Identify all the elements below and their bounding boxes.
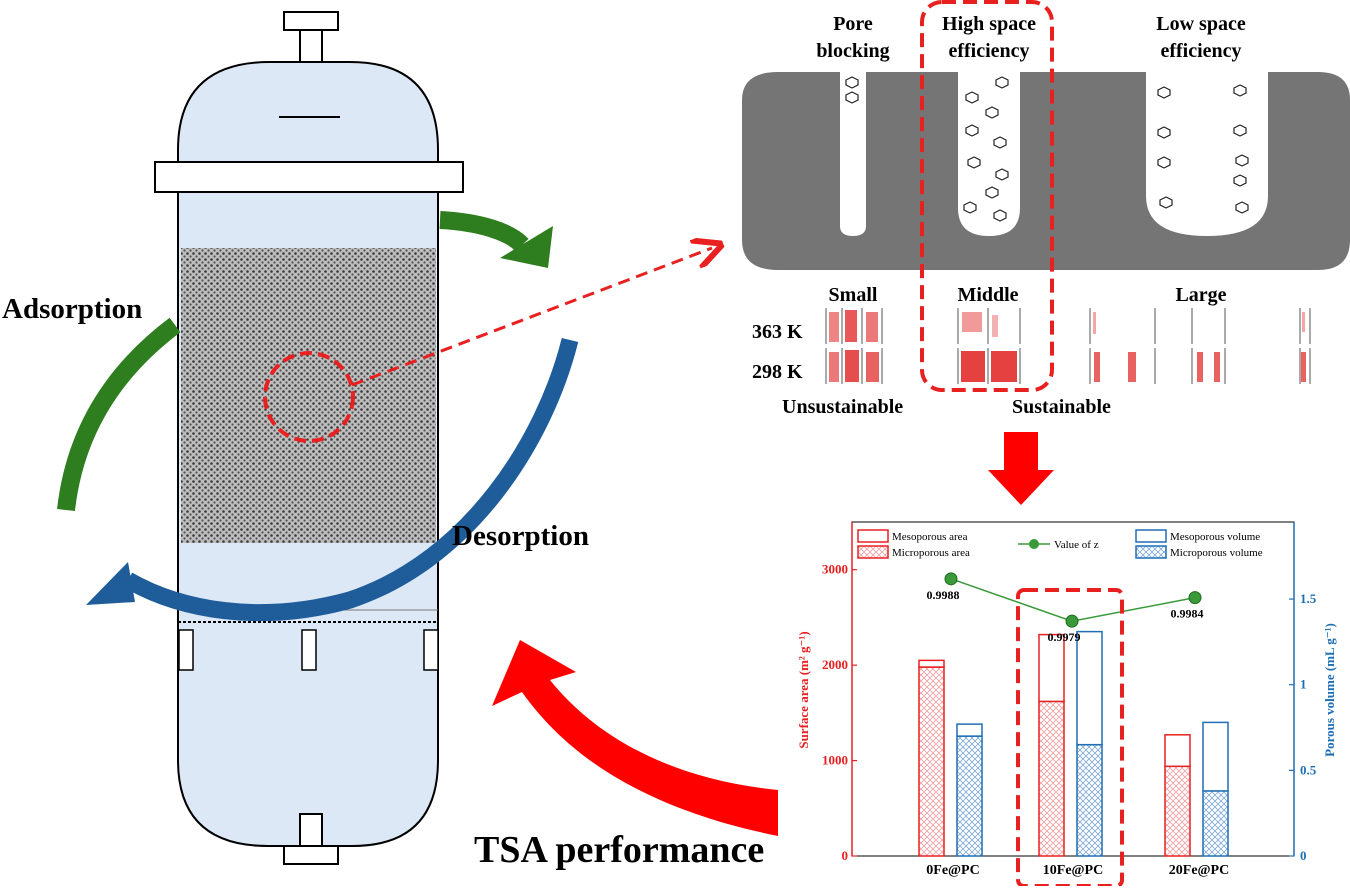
highlight-10fe	[1016, 588, 1124, 888]
top-nozzle-cap	[283, 11, 339, 31]
bar-mesoporous-volume	[1202, 721, 1229, 792]
legend: Mesoporous area Microporous area Value o…	[857, 529, 1263, 559]
right-tick-label: 1	[1300, 677, 1307, 692]
left-axis-title: Surface area (m² g⁻¹)	[796, 631, 811, 748]
packing-bed	[181, 248, 436, 543]
bottom-nozzle	[299, 813, 323, 847]
bar-mesoporous-area	[1164, 734, 1191, 768]
bar-microporous-volume	[1076, 743, 1103, 857]
baffle-center	[301, 629, 317, 671]
legend-micro-area: Microporous area	[892, 547, 970, 559]
bar-mesoporous-area	[1038, 633, 1065, 703]
down-arrow	[988, 432, 1054, 505]
baffle-right	[423, 629, 439, 671]
highlight-middle-pore	[920, 0, 1054, 392]
z-point	[1188, 591, 1202, 605]
bar-microporous-area	[1038, 700, 1065, 857]
z-value-label: 0.9988	[927, 588, 960, 602]
temp-363: 363 K	[752, 321, 803, 343]
right-tick-label: 0	[1300, 848, 1307, 863]
bar-microporous-area	[918, 666, 945, 857]
category-label: 20Fe@PC	[1169, 863, 1229, 878]
right-axis-title: Porous volume (mL g⁻¹)	[1322, 623, 1337, 757]
label-unsustainable: Unsustainable	[782, 396, 903, 418]
z-point	[944, 572, 958, 586]
middle-pore	[958, 72, 1020, 236]
legend-z-marker	[1029, 539, 1039, 549]
left-tick-label: 2000	[822, 657, 848, 672]
z-value-label: 0.9979	[1048, 630, 1081, 644]
z-point	[1065, 614, 1079, 628]
right-tick-label: 0.5	[1300, 762, 1317, 777]
simulation-snapshots	[825, 308, 1311, 384]
size-small: Small	[829, 284, 878, 306]
desorption-arrow	[86, 337, 579, 622]
bar-mesoporous-area	[918, 659, 945, 668]
bar-microporous-area	[1164, 765, 1191, 857]
zoom-pointer-arrow	[351, 248, 712, 387]
baffle-left	[178, 629, 194, 671]
tsa-arrow	[492, 640, 778, 836]
bar-microporous-volume	[956, 735, 983, 857]
bar-microporous-volume	[1202, 790, 1229, 857]
zoom-circle	[263, 351, 355, 443]
vessel-top-head	[177, 61, 439, 163]
legend-micro-vol-swatch	[1135, 545, 1167, 559]
label-sustainable: Sustainable	[1012, 396, 1111, 418]
bar-mesoporous-volume	[1076, 630, 1103, 746]
adsorption-column	[154, 11, 712, 865]
tsa-label: TSA performance	[474, 829, 764, 871]
flange	[154, 161, 464, 193]
z-value-label: 0.9984	[1171, 607, 1204, 621]
category-label: 10Fe@PC	[1043, 863, 1103, 878]
small-pore	[840, 72, 866, 236]
size-middle: Middle	[957, 284, 1018, 306]
right-tick-label: 1.5	[1300, 591, 1317, 606]
desorption-label: Desorption	[452, 520, 589, 552]
category-label: 0Fe@PC	[926, 863, 979, 878]
legend-micro-vol: Microporous volume	[1170, 547, 1263, 559]
top-nozzle	[299, 29, 323, 65]
bottom-nozzle-cap	[283, 845, 339, 865]
legend-meso-area: Mesoporous area	[892, 531, 968, 543]
legend-micro-area-swatch	[857, 545, 889, 559]
bar-chart: Surface area (m² g⁻¹) Porous volume (mL …	[796, 521, 1337, 888]
size-large: Large	[1175, 284, 1226, 306]
red-molecule-dots	[829, 310, 1306, 382]
legend-z: Value of z	[1054, 539, 1099, 551]
left-tick-label: 0	[842, 848, 849, 863]
left-tick-label: 3000	[822, 562, 848, 577]
molecules	[845, 76, 1249, 222]
large-pore	[1146, 72, 1268, 236]
adsorption-label: Adsorption	[2, 293, 142, 325]
left-tick-label: 1000	[822, 753, 848, 768]
temp-298: 298 K	[752, 361, 803, 383]
bar-mesoporous-volume	[956, 723, 983, 737]
adsorption-arrow	[57, 211, 553, 512]
legend-meso-vol: Mesoporous volume	[1170, 531, 1260, 543]
legend-meso-vol-swatch	[1135, 529, 1167, 543]
legend-meso-area-swatch	[857, 529, 889, 543]
